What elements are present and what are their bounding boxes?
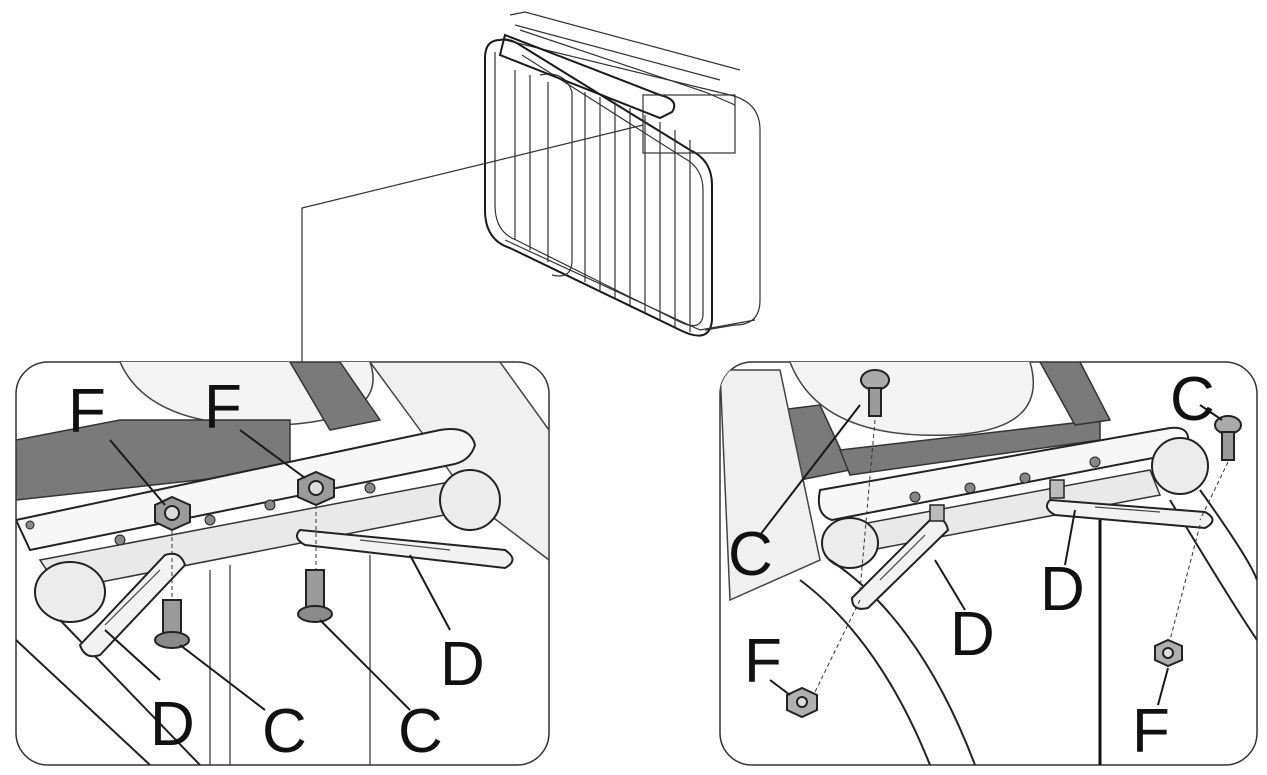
label-d-left-1: D <box>150 690 195 759</box>
label-c-right-1: C <box>728 520 773 589</box>
folded-frame-overview <box>301 11 761 362</box>
label-f-left-2: F <box>204 373 242 442</box>
label-d-right-1: D <box>1040 555 1085 624</box>
frame-slats <box>514 70 691 332</box>
label-f-left-1: F <box>68 377 106 446</box>
label-d-left-2: D <box>440 630 485 699</box>
left-detail-panel: F F D C C D <box>15 361 550 766</box>
label-c-left-1: C <box>262 697 307 766</box>
detail-callout-box <box>642 94 736 154</box>
label-c-left-2: C <box>398 697 443 766</box>
label-f-right-1: F <box>744 627 782 696</box>
label-d-right-2: D <box>950 600 995 669</box>
label-c-right-2: C <box>1170 365 1215 434</box>
right-detail-panel: C C D D F F <box>719 361 1258 766</box>
label-f-right-2: F <box>1132 697 1170 766</box>
